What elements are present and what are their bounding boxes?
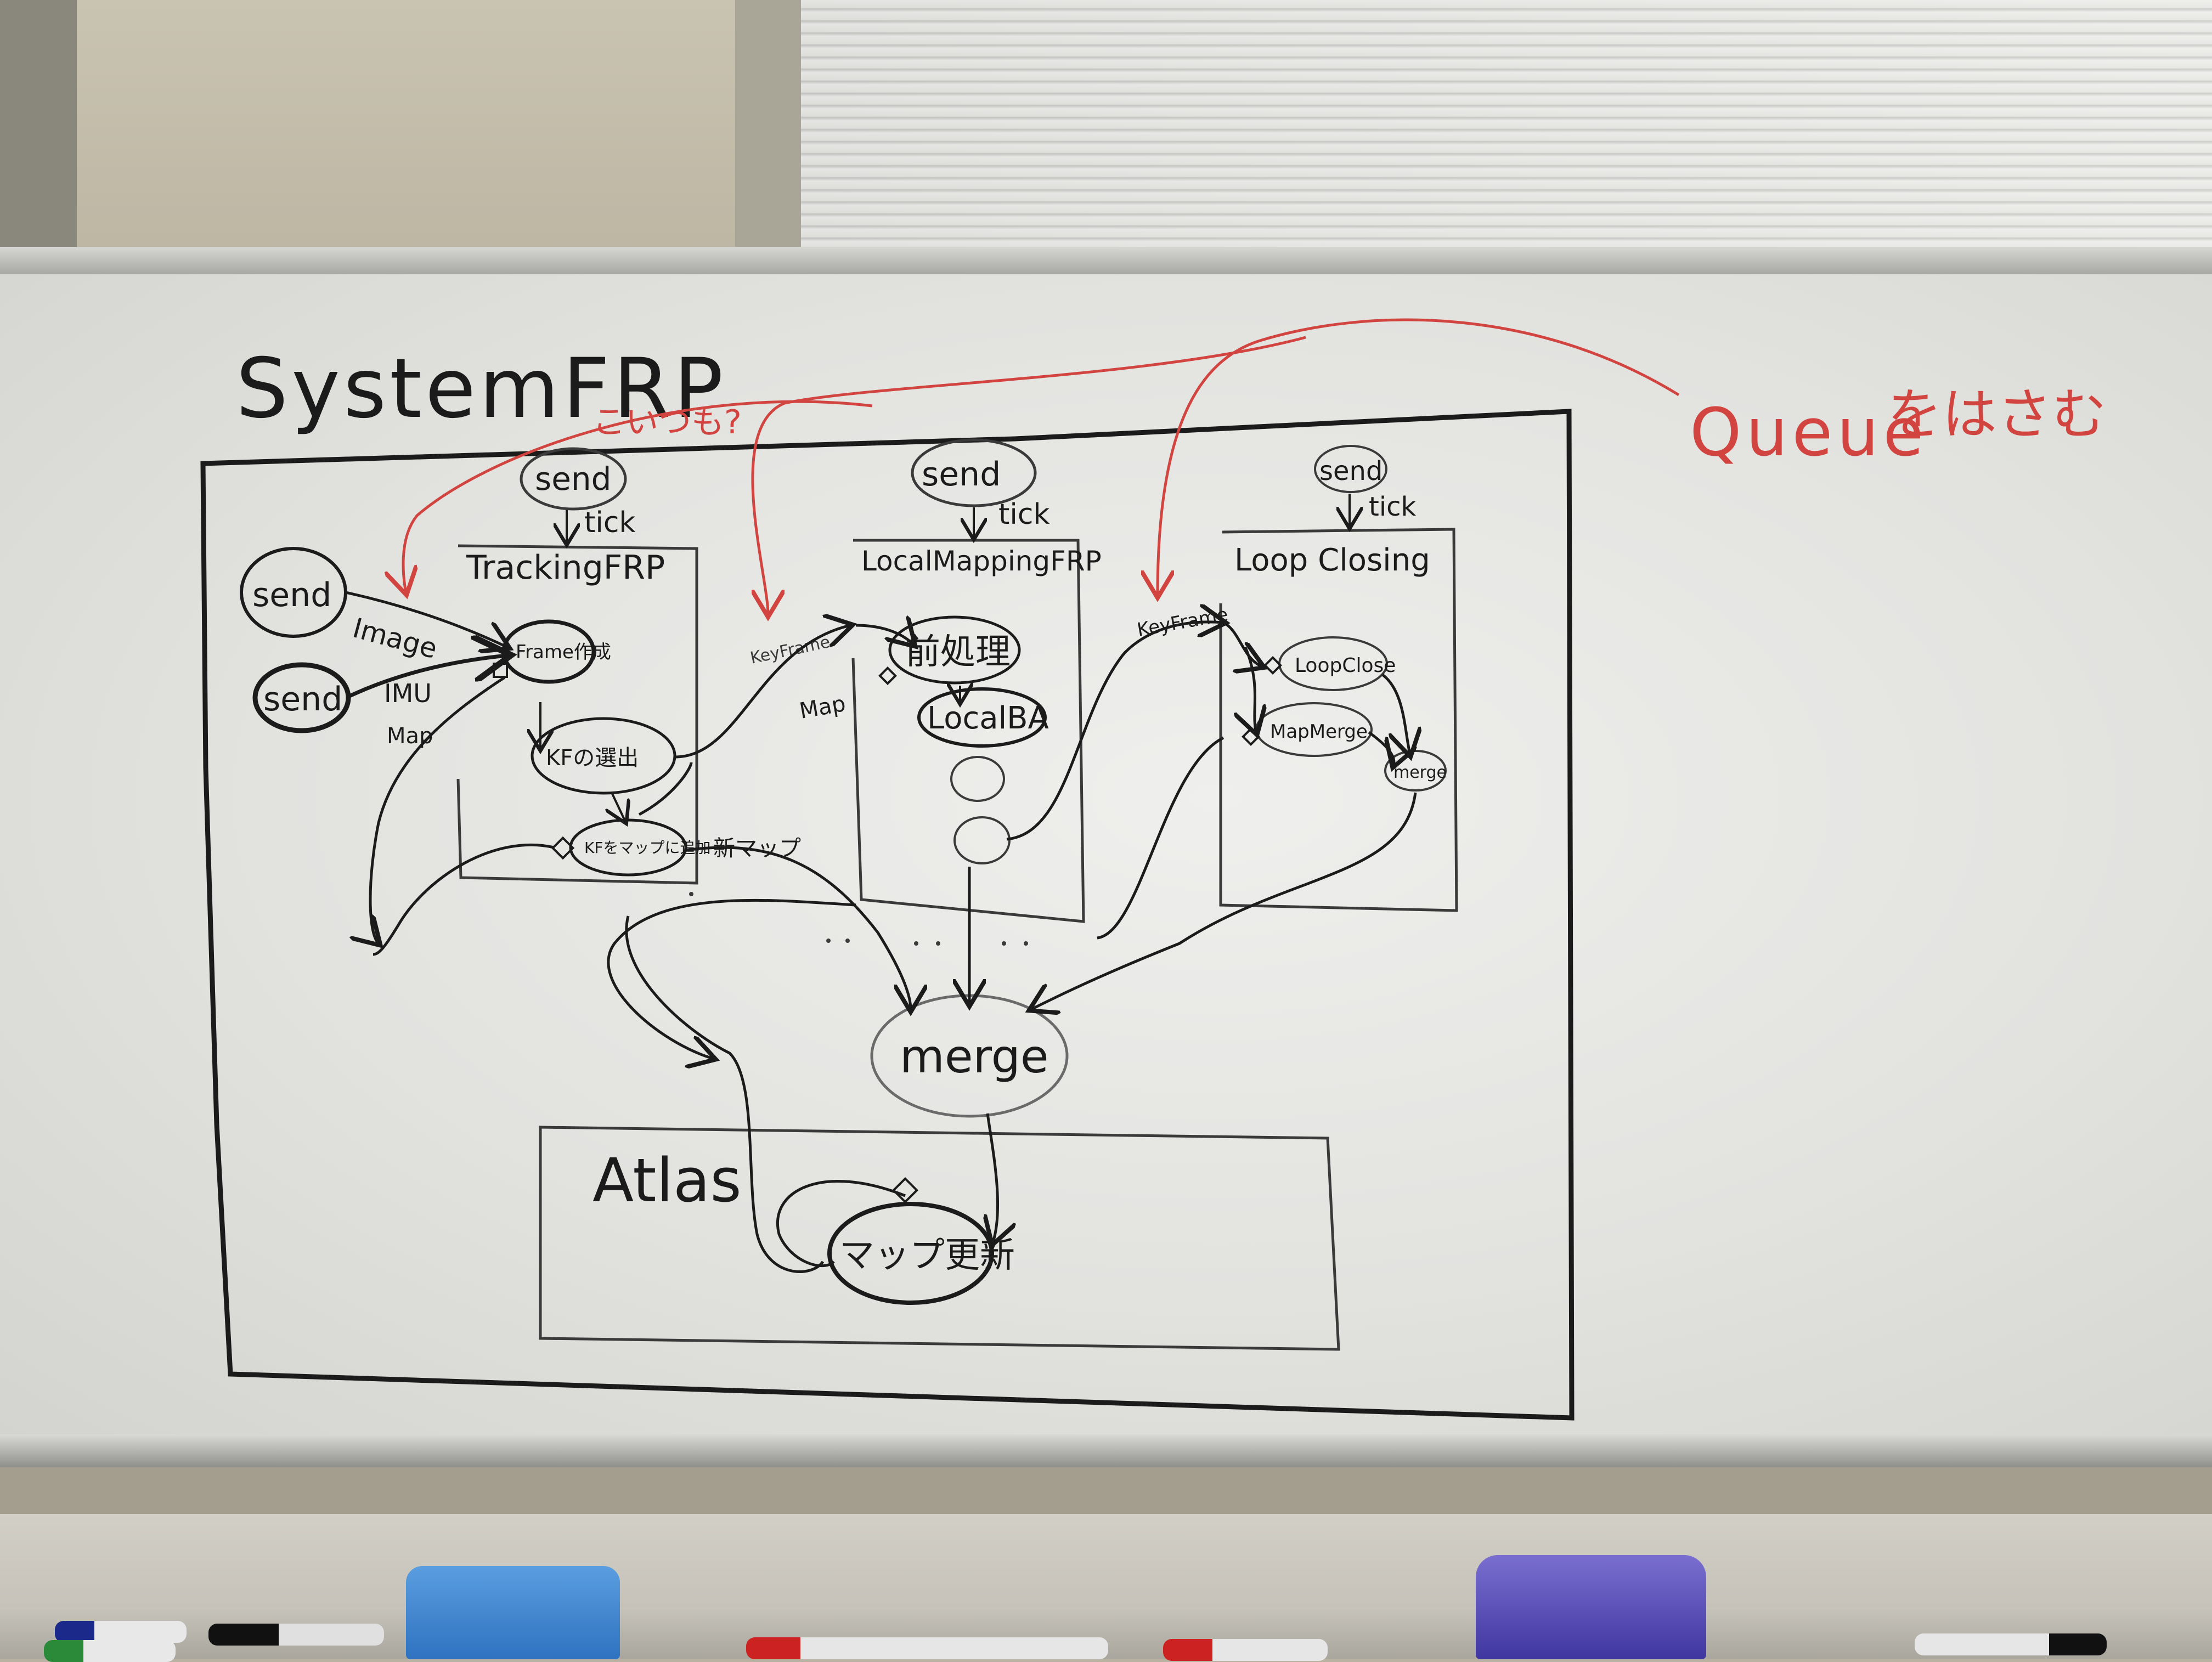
loop-close-port [1263, 656, 1282, 675]
kf-add-node [569, 818, 687, 877]
localmapping-box [851, 539, 1085, 923]
loopclosing-box [1219, 528, 1458, 912]
localmapping-dots-node [953, 816, 1011, 864]
localmapping-dots-node [950, 756, 1005, 802]
marker [44, 1640, 176, 1662]
blue-eraser [406, 1566, 620, 1659]
loopclosing-tick-label: tick [1369, 491, 1417, 522]
whiteboard-frame-bottom [0, 1434, 2212, 1467]
loopclosing-merge-label: merge [1393, 763, 1447, 782]
marker [208, 1624, 384, 1646]
marker [1163, 1639, 1328, 1661]
tracking-tick-label: tick [584, 506, 636, 539]
local-ba-node [917, 687, 1047, 748]
local-ba-label: LocalBA [927, 700, 1049, 736]
frame-input-port [493, 663, 508, 678]
image-label: Image [349, 612, 441, 665]
kf-extract-label: KFの選出 [546, 745, 639, 771]
kf-add-port [551, 836, 575, 860]
preprocess-label: 前処理 [905, 632, 1011, 672]
marker [55, 1621, 187, 1643]
atlas-box [539, 1126, 1340, 1351]
map-label: Map [387, 723, 433, 749]
red-question: こいつも? [592, 403, 742, 442]
map-update-node [827, 1202, 994, 1305]
localmapping-map-label: Map [798, 691, 848, 724]
red-note-queue: Queue [1690, 395, 1928, 471]
wall-lower [0, 1467, 2212, 1517]
imu-label: IMU [384, 679, 432, 708]
ellipsis-dots [689, 892, 1028, 946]
window-blinds [801, 0, 2212, 258]
localmapping-tick-label: tick [998, 498, 1050, 531]
map-update-port [891, 1177, 919, 1204]
pillar [735, 0, 801, 258]
loopclosing-send-label: send [1319, 456, 1383, 487]
frame-create-node [501, 619, 596, 684]
loopclosing-title: Loop Closing [1234, 542, 1430, 578]
map-update-label: マップ更新 [839, 1235, 1015, 1276]
frame-create-label: Frame作成 [516, 641, 611, 663]
atlas-title: Atlas [592, 1145, 742, 1216]
diagram-title: SystemFRP [236, 341, 726, 437]
localmapping-send-label: send [922, 455, 1001, 494]
tracking-box [456, 544, 698, 885]
purple-eraser [1476, 1555, 1706, 1659]
systemfrp-box [200, 409, 1575, 1421]
send-image-label: send [252, 576, 331, 614]
tracking-send-node [520, 447, 627, 511]
red-arrows [403, 318, 1680, 614]
kf-add-label: KFをマップに追加 [584, 839, 710, 857]
wall [0, 0, 768, 258]
connector-curves [370, 622, 1415, 1273]
marker [746, 1637, 1108, 1659]
red-note-suffix: をはさむ [1887, 382, 2107, 446]
tracking-send-label: send [535, 460, 611, 498]
whiteboard [0, 274, 2212, 1437]
loopclosing-send-node [1314, 445, 1387, 493]
map-merge-label: MapMerge [1270, 721, 1368, 743]
send-imu-label: send [263, 680, 342, 719]
tracking-title: TrackingFRP [466, 549, 665, 587]
marker [1915, 1633, 2107, 1655]
window-blinds-shade [801, 0, 2212, 258]
preprocess-port [878, 666, 897, 685]
localmapping-title: LocalMappingFRP [861, 545, 1102, 577]
send-imu-node [252, 662, 351, 733]
merge-label: merge [900, 1030, 1049, 1083]
shelf [0, 0, 77, 258]
loop-close-label: LoopClose [1295, 654, 1396, 677]
localmapping-send-node [911, 438, 1037, 507]
